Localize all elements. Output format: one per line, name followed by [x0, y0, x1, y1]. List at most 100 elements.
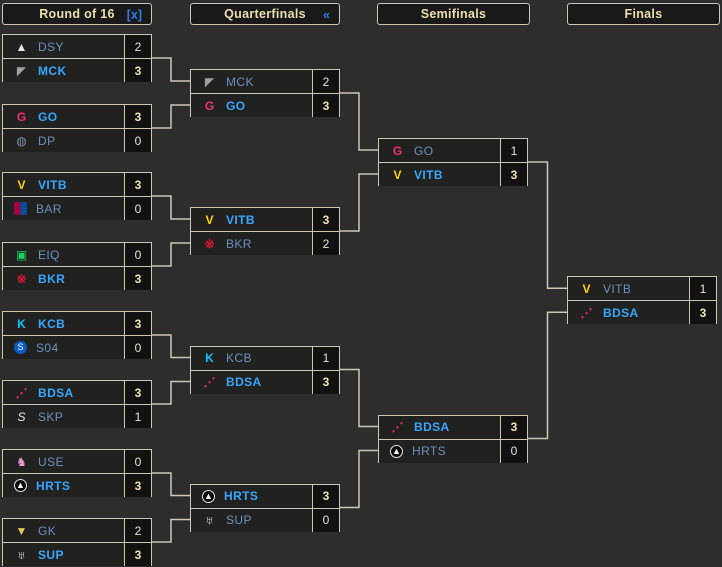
round-title: Semifinals	[420, 7, 487, 21]
team-row-eiq: ▣ EIQ 0	[3, 243, 151, 267]
team-abbr: SUP	[38, 547, 64, 562]
collapse-round-button[interactable]: «	[323, 8, 330, 22]
round-title: Finals	[624, 7, 663, 21]
team-row-bkr: ※ BKR 3	[3, 267, 151, 290]
team-score: 3	[312, 370, 339, 394]
team-score: 1	[689, 277, 716, 301]
team-abbr: MCK	[226, 74, 254, 89]
team-abbr: SUP	[226, 513, 252, 527]
team-abbr: EIQ	[38, 247, 60, 262]
team-row-sup: ♅ SUP 3	[3, 543, 151, 566]
team-score: 3	[124, 543, 151, 566]
team-row-vitb: V VITB 1	[568, 277, 716, 302]
sup-logo-icon: ♅	[205, 513, 214, 527]
round-header-semifinals: Semifinals	[377, 3, 530, 25]
bdsa-logo-icon: ⋰	[15, 385, 28, 400]
team-score: 3	[500, 415, 527, 439]
round-header-finals: Finals	[567, 3, 720, 25]
team-abbr: DP	[38, 133, 56, 148]
gk-logo-icon: ▼	[15, 523, 28, 538]
team-abbr: GO	[414, 143, 434, 158]
team-abbr: BKR	[226, 236, 252, 251]
hrts-logo-icon: ▲	[14, 479, 27, 492]
dp-logo-icon: ◍	[16, 133, 27, 148]
sup-logo-icon: ♅	[17, 547, 26, 562]
bar-logo-icon	[14, 202, 27, 215]
eiq-logo-icon: ▣	[15, 247, 28, 262]
team-score: 0	[124, 336, 151, 359]
team-row-bar: BAR 0	[3, 197, 151, 220]
team-score: 3	[124, 381, 151, 404]
team-abbr: GO	[226, 98, 246, 113]
mck-logo-icon: ◤	[204, 74, 215, 89]
team-score: 3	[124, 267, 151, 290]
bkr-logo-icon: ※	[16, 271, 27, 286]
team-abbr: HRTS	[224, 489, 259, 503]
team-abbr: BDSA	[226, 375, 262, 389]
team-abbr: VITB	[38, 177, 67, 192]
team-abbr: BAR	[36, 201, 62, 216]
kcb-logo-icon: K	[17, 316, 26, 331]
team-abbr: BKR	[38, 271, 66, 286]
team-score: 0	[500, 439, 527, 463]
team-score: 0	[124, 197, 151, 220]
go-logo-icon: G	[392, 143, 403, 158]
vitb-logo-icon: V	[17, 177, 26, 192]
vitb-logo-icon: V	[582, 281, 591, 296]
hrts-logo-icon: ▲	[202, 489, 215, 503]
match-round-of-16-4[interactable]: ▣ EIQ 0 ※ BKR 3	[2, 242, 152, 290]
team-row-go: G GO 1	[379, 139, 527, 163]
team-score: 0	[312, 508, 339, 532]
team-score: 3	[689, 301, 716, 325]
team-abbr: DSY	[38, 39, 64, 54]
use-logo-icon: ♞	[16, 454, 27, 469]
round-title: Round of 16	[39, 7, 115, 21]
team-score: 3	[124, 105, 151, 128]
team-score: 0	[124, 243, 151, 266]
team-score: 0	[124, 129, 151, 152]
team-abbr: VITB	[603, 281, 632, 296]
team-score: 1	[312, 346, 339, 370]
team-score: 1	[500, 139, 527, 162]
team-score: 2	[312, 70, 339, 93]
team-abbr: S04	[36, 340, 59, 355]
team-score: 2	[124, 519, 151, 542]
dsy-logo-icon: ▲	[15, 39, 28, 54]
collapse-round-button[interactable]: [x]	[126, 8, 142, 22]
team-abbr: KCB	[226, 351, 252, 365]
team-row-mck: ◤ MCK 2	[191, 70, 339, 94]
hrts-logo-icon: ▲	[390, 444, 403, 458]
team-row-bdsa: ⋰ BDSA 3	[3, 381, 151, 405]
team-score: 2	[312, 232, 339, 255]
go-logo-icon: G	[16, 109, 27, 124]
team-abbr: BDSA	[38, 385, 74, 400]
